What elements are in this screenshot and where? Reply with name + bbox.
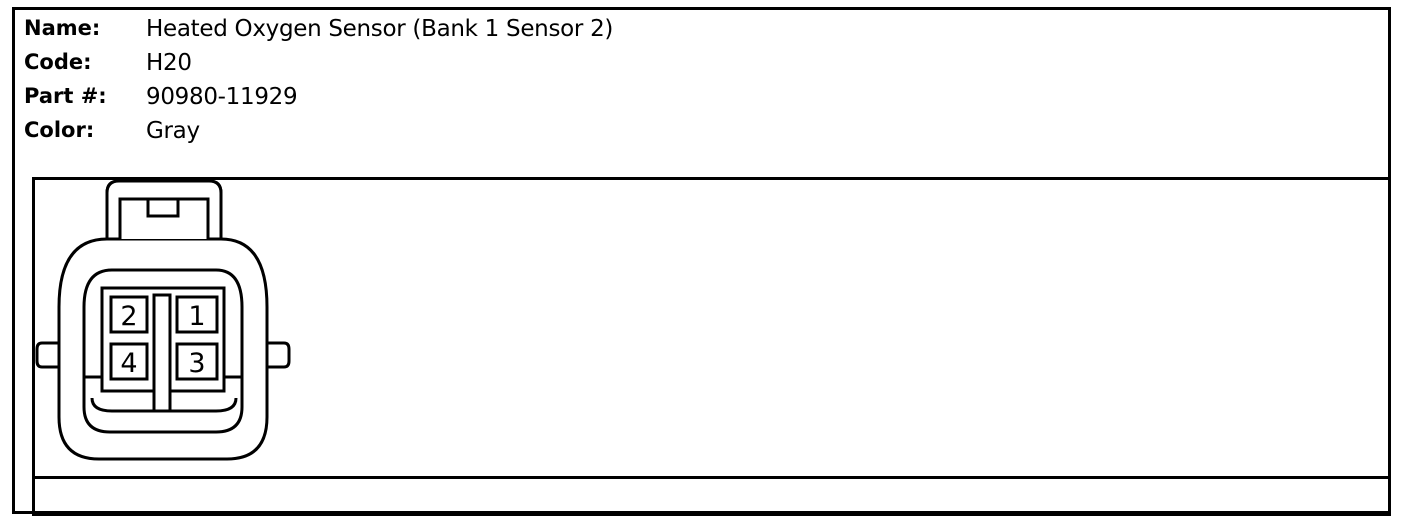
center-key bbox=[152, 293, 172, 413]
part-value: 90980-11929 bbox=[146, 84, 298, 110]
name-label: Name: bbox=[24, 16, 101, 40]
pin-label-2: 2 bbox=[120, 301, 137, 332]
pin-label-3: 3 bbox=[188, 348, 205, 379]
color-value: Gray bbox=[146, 118, 200, 144]
color-label: Color: bbox=[24, 118, 95, 142]
pin-cell-3 bbox=[175, 342, 219, 381]
right-ear bbox=[267, 341, 291, 369]
pin-cell-2 bbox=[109, 295, 149, 334]
bottom-strip bbox=[32, 476, 1391, 516]
housing-inner bbox=[82, 268, 244, 434]
left-ear bbox=[35, 341, 59, 369]
pin-cell-4 bbox=[109, 342, 149, 381]
pin-cell-1 bbox=[175, 295, 219, 334]
pin-label-4: 4 bbox=[120, 348, 137, 379]
name-value: Heated Oxygen Sensor (Bank 1 Sensor 2) bbox=[146, 16, 614, 42]
connector-face-drawing: 2 1 4 3 bbox=[35, 179, 291, 461]
pin-label-1: 1 bbox=[188, 301, 205, 332]
part-label: Part #: bbox=[24, 84, 107, 108]
code-label: Code: bbox=[24, 50, 92, 74]
code-value: H20 bbox=[146, 50, 192, 76]
